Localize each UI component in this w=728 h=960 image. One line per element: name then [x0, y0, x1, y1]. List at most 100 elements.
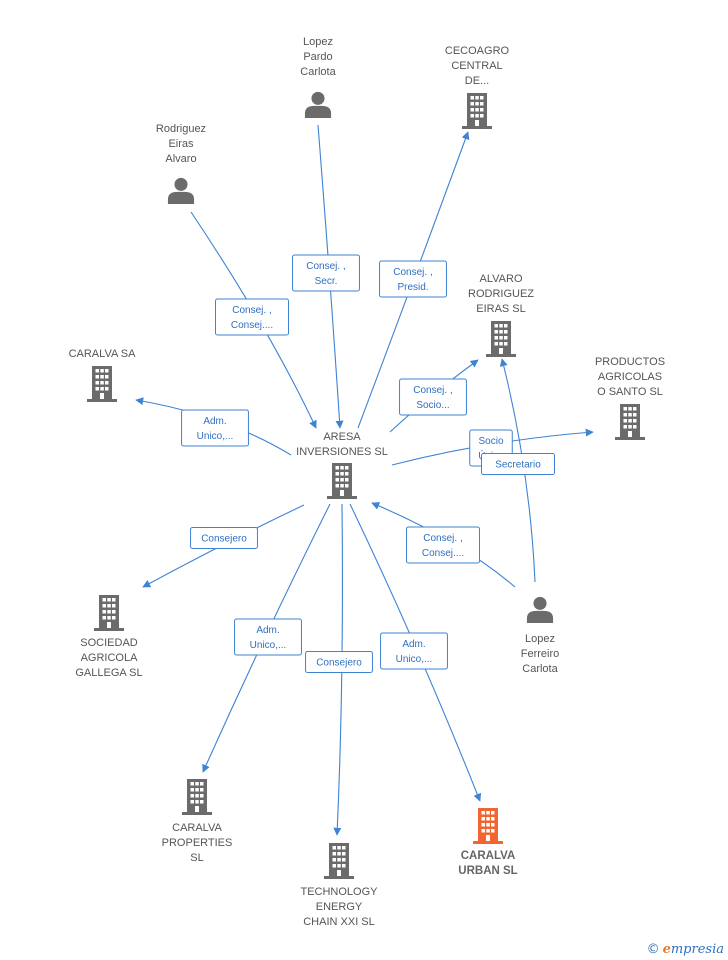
- person-icon: [526, 596, 554, 623]
- relationship-label-text: Consej. ,: [232, 305, 271, 316]
- node-label: CECOAGRO: [445, 45, 510, 57]
- node-label: Ferreiro: [521, 648, 560, 660]
- node-label: ARESA: [323, 431, 361, 443]
- building-icon: [486, 321, 516, 357]
- node-label: AGRICOLAS: [598, 371, 662, 383]
- building-icon: [615, 404, 645, 440]
- edge-aresa-to-caralva_sa: Adm.Unico,...: [135, 397, 292, 456]
- building-icon: [462, 93, 492, 129]
- node-label: O SANTO SL: [597, 386, 663, 398]
- copyright-symbol: ©: [646, 942, 660, 957]
- relationship-label-box: [380, 632, 448, 670]
- relationship-label-box: [399, 378, 467, 416]
- relationship-label-text: Consej. ,: [413, 385, 452, 396]
- building-icon: [94, 595, 124, 631]
- node-label: DE...: [465, 75, 489, 87]
- node-label: Carlota: [522, 663, 558, 675]
- relationship-label-text: Consej. ,: [306, 261, 345, 272]
- node-label: Rodriguez: [156, 123, 206, 135]
- relationship-label[interactable]: Adm.Unico,...: [181, 409, 249, 447]
- edge-aresa-to-caralva_properties: Adm. Unico,...: [202, 503, 331, 773]
- relationship-label-text: Unico,...: [197, 431, 234, 442]
- relationship-label-text: Secretario: [495, 460, 541, 471]
- relationship-label-box: [406, 526, 480, 564]
- node-cecoagro[interactable]: CECOAGROCENTRALDE...: [445, 45, 510, 129]
- building-icon: [473, 808, 503, 844]
- empresia-logo: ©empresia: [647, 941, 724, 957]
- relationship-label-text: Consejero: [316, 658, 362, 669]
- relationship-label-text: Unico,...: [250, 640, 287, 651]
- node-label: Lopez: [303, 36, 333, 48]
- relationship-label[interactable]: Consej. , Secr.: [292, 254, 360, 292]
- relationship-label[interactable]: Consej. , Socio...: [399, 378, 467, 416]
- relationship-label-text: Socio: [478, 436, 503, 447]
- node-label: Carlota: [300, 66, 336, 78]
- node-label: PROPERTIES: [162, 837, 233, 849]
- relationship-label[interactable]: Consej. , Consej....: [215, 298, 289, 336]
- node-label: CARALVA SA: [69, 348, 137, 360]
- relationship-label-text: Consej....: [422, 548, 464, 559]
- node-label: GALLEGA SL: [75, 667, 142, 679]
- relationship-label[interactable]: Adm.Unico,...: [380, 632, 448, 670]
- relationship-label[interactable]: Consejero: [190, 527, 258, 549]
- relationship-label-text: Socio...: [416, 400, 449, 411]
- node-caralva_urban[interactable]: CARALVA URBAN SL: [458, 808, 518, 877]
- edge-aresa-to-sociedad_agricola: Consejero: [142, 504, 305, 588]
- edge-aresa-to-alvaro_rodriguez_sl: Consej. , Socio...: [389, 359, 479, 433]
- node-technology_energy[interactable]: TECHNOLOGY ENERGY CHAIN XXI SL: [300, 843, 378, 928]
- relationship-label-text: Consej....: [231, 320, 273, 331]
- node-label: Lopez: [525, 633, 555, 645]
- relationship-label-text: Consejero: [201, 534, 247, 545]
- node-label: Pardo: [303, 51, 332, 63]
- node-label: CARALVA: [172, 822, 222, 834]
- edge-aresa-to-technology_energy: Consejero: [305, 503, 373, 836]
- node-label: EIRAS SL: [476, 303, 526, 315]
- node-label: PRODUCTOS: [595, 356, 665, 368]
- relationship-label-box: [305, 651, 373, 673]
- building-icon: [324, 843, 354, 879]
- edge-aresa-to-cecoagro: Consej. , Presid.: [357, 131, 470, 429]
- node-label: CHAIN XXI SL: [303, 916, 375, 928]
- relationship-label-text: Consej. ,: [423, 533, 462, 544]
- node-label: TECHNOLOGY: [300, 886, 378, 898]
- relationship-label-text: Adm.: [256, 625, 279, 636]
- relationship-label[interactable]: Consejero: [305, 651, 373, 673]
- node-label: INVERSIONES SL: [296, 446, 388, 458]
- node-label: ENERGY: [316, 901, 363, 913]
- node-caralva_properties[interactable]: CARALVA PROPERTIES SL: [162, 779, 233, 864]
- node-label: SL: [190, 852, 203, 864]
- relationship-label[interactable]: Consej. ,Presid.: [379, 260, 447, 298]
- building-icon: [327, 463, 357, 499]
- relationship-label-text: Presid.: [397, 282, 428, 293]
- edge-aresa-to-caralva_urban: Adm.Unico,...: [349, 503, 482, 802]
- node-aresa[interactable]: ARESA INVERSIONES SL: [296, 431, 388, 499]
- brand-name: mpresia: [670, 942, 724, 957]
- node-label: ALVARO: [480, 273, 523, 285]
- node-label: CARALVA: [461, 850, 516, 862]
- node-label: Alvaro: [165, 153, 196, 165]
- relationship-label[interactable]: Consej. , Consej....: [406, 526, 480, 564]
- relationship-label-text: Unico,...: [396, 654, 433, 665]
- edge-line: [333, 503, 343, 836]
- brand-initial: e: [662, 942, 671, 957]
- person-icon: [167, 177, 195, 204]
- node-productos_agricolas[interactable]: PRODUCTOS AGRICOLAS O SANTO SL: [595, 356, 665, 440]
- node-label: URBAN SL: [458, 865, 517, 877]
- relationship-label-box: [190, 527, 258, 549]
- edge-lopez_pardo-to-aresa: Consej. , Secr.: [292, 124, 360, 429]
- node-label: AGRICOLA: [81, 652, 139, 664]
- edges-layer: Consej. ,Secr.Consej. ,Presid.Consej. ,C…: [135, 124, 594, 836]
- relationship-label-text: Secr.: [315, 276, 338, 287]
- relationship-label[interactable]: Adm. Unico,...: [234, 618, 302, 656]
- relationship-label-box: [481, 453, 555, 475]
- node-caralva_sa[interactable]: CARALVA SA: [69, 348, 137, 402]
- relationship-label-box: [379, 260, 447, 298]
- relationship-label[interactable]: Secretario: [481, 453, 555, 475]
